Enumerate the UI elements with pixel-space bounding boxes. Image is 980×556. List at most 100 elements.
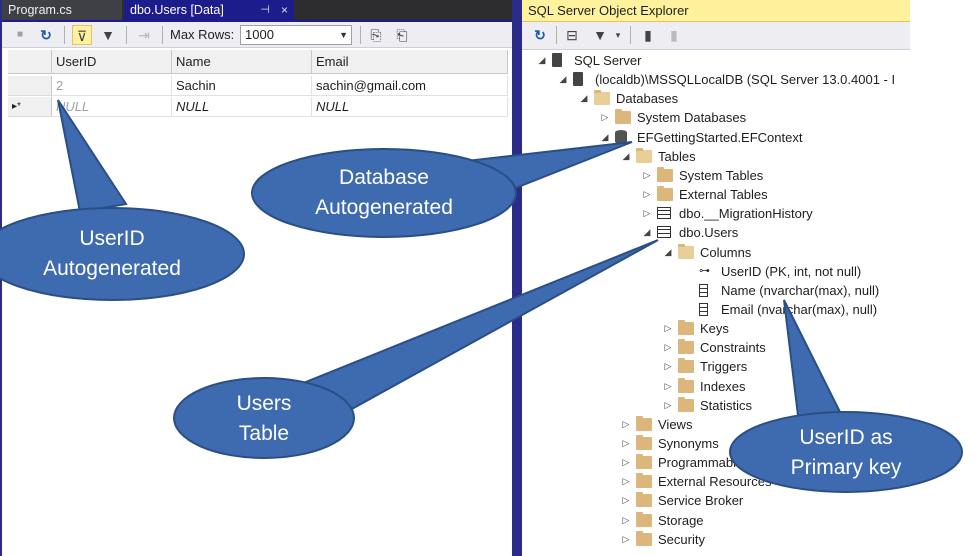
- row-header-corner: [8, 50, 52, 74]
- collapsed-arrow-icon[interactable]: ▷: [664, 361, 672, 372]
- expanded-arrow-icon[interactable]: ◢: [643, 227, 651, 238]
- column-header-userid[interactable]: UserID: [52, 50, 172, 74]
- tree-node-label: Constraints: [700, 340, 766, 356]
- callout-line: Table: [238, 422, 290, 445]
- disconnect-icon[interactable]: ▮: [670, 27, 678, 43]
- row-marker[interactable]: [8, 76, 52, 96]
- export-icon[interactable]: ⎗: [396, 27, 408, 43]
- tree-node[interactable]: ◢ Databases: [522, 89, 910, 108]
- collapse-all-icon[interactable]: ⊟: [566, 27, 578, 43]
- tree-node[interactable]: ◢Columns: [522, 243, 910, 262]
- tree-node[interactable]: ▷System Tables: [522, 166, 910, 185]
- tree-node-label: Storage: [658, 512, 704, 528]
- collapsed-arrow-icon[interactable]: ▷: [643, 189, 651, 200]
- tree-node-label: Databases: [616, 91, 679, 107]
- tree-node[interactable]: ▷External Tables: [522, 185, 910, 204]
- tree-node-label: Statistics: [700, 397, 753, 413]
- tree-node[interactable]: ▷ Programmability: [522, 453, 910, 472]
- tree-node[interactable]: ▷ Constraints: [522, 338, 910, 357]
- tree-node[interactable]: ▷ Indexes: [522, 377, 910, 396]
- folder-icon: [678, 339, 694, 355]
- toolbar-separator: [126, 26, 127, 44]
- tree-node[interactable]: ◢dbo.Users: [522, 223, 910, 242]
- expanded-arrow-icon[interactable]: ◢: [601, 131, 609, 142]
- column-header-email[interactable]: Email: [312, 50, 508, 74]
- collapsed-arrow-icon[interactable]: ▷: [664, 323, 672, 334]
- tree-node[interactable]: ▷ Triggers: [522, 357, 910, 376]
- expanded-arrow-icon[interactable]: ◢: [559, 74, 567, 85]
- callout-line: Database: [339, 166, 429, 189]
- tree-node[interactable]: ▷Keys: [522, 319, 910, 338]
- tree-node[interactable]: ◢EFGettingStarted.EFContext: [522, 128, 910, 147]
- refresh-icon[interactable]: ↻: [40, 27, 52, 43]
- collapsed-arrow-icon[interactable]: ▷: [601, 112, 609, 123]
- tree-node-label: Triggers: [700, 359, 748, 375]
- chevron-down-icon[interactable]: ▾: [615, 30, 621, 40]
- collapsed-arrow-icon[interactable]: ▷: [622, 495, 630, 506]
- tree-node[interactable]: Name (nvarchar(max), null): [522, 281, 910, 300]
- column-icon: [699, 283, 708, 297]
- folder-icon: [636, 473, 652, 489]
- collapsed-arrow-icon[interactable]: ▷: [643, 169, 651, 180]
- cell-email[interactable]: NULL: [312, 97, 508, 117]
- tree-node[interactable]: ▷ Storage: [522, 511, 910, 530]
- close-icon[interactable]: ×: [280, 3, 288, 17]
- cell-name[interactable]: Sachin: [172, 76, 312, 96]
- folder-icon: [657, 166, 673, 182]
- folder-open-icon: [678, 243, 694, 259]
- script-to-file-icon[interactable]: ⎘: [370, 27, 382, 43]
- cell-userid[interactable]: NULL: [52, 97, 172, 117]
- collapsed-arrow-icon[interactable]: ▷: [622, 438, 630, 448]
- pane-divider[interactable]: [512, 0, 522, 556]
- tree-node[interactable]: ▷Service Broker: [522, 491, 910, 510]
- collapsed-arrow-icon[interactable]: ▷: [622, 457, 630, 468]
- tab-users-data[interactable]: dbo.Users [Data] ⊣ ×: [124, 0, 294, 20]
- folder-icon: [678, 377, 694, 393]
- refresh-icon[interactable]: ↻: [534, 27, 546, 43]
- sql-server-icon: [552, 53, 562, 67]
- add-server-icon[interactable]: ▮: [644, 27, 652, 43]
- tree-node[interactable]: Email (nvarchar(max), null): [522, 300, 910, 319]
- collapsed-arrow-icon[interactable]: ▷: [664, 342, 672, 353]
- pin-icon[interactable]: ⊣: [260, 4, 270, 16]
- tree-node-label: Indexes: [700, 378, 746, 394]
- collapsed-arrow-icon[interactable]: ▷: [622, 533, 630, 544]
- table-row[interactable]: 2 Sachin sachin@gmail.com: [8, 76, 508, 96]
- collapsed-arrow-icon[interactable]: ▷: [622, 418, 630, 429]
- tree-node-label: Programmability: [658, 455, 752, 471]
- toolbar-separator: [360, 26, 361, 44]
- expanded-arrow-icon[interactable]: ◢: [622, 150, 630, 161]
- folder-icon: [636, 454, 652, 470]
- stop-icon[interactable]: ■: [16, 29, 24, 40]
- tree-node[interactable]: ▷Security: [522, 530, 910, 549]
- max-rows-select[interactable]: 1000 ▼: [240, 25, 352, 45]
- row-marker[interactable]: ▸*: [8, 97, 52, 117]
- table-row-new[interactable]: ▸* NULL NULL NULL: [8, 97, 508, 117]
- cell-name[interactable]: NULL: [172, 97, 312, 117]
- tree-node[interactable]: ⊶UserID (PK, int, not null): [522, 262, 910, 281]
- collapsed-arrow-icon[interactable]: ▷: [622, 476, 630, 487]
- expanded-arrow-icon[interactable]: ◢: [664, 246, 672, 257]
- tree-node[interactable]: ◢(localdb)\MSSQLLocalDB (SQL Server 13.0…: [522, 70, 910, 89]
- callout-text-userid: UserID Autogenerated: [0, 224, 224, 284]
- script-icon[interactable]: ⇥: [138, 27, 150, 43]
- collapsed-arrow-icon[interactable]: ▷: [664, 399, 672, 410]
- cell-email[interactable]: sachin@gmail.com: [312, 76, 508, 96]
- tree-node[interactable]: ▷dbo.__MigrationHistory: [522, 204, 910, 223]
- expanded-arrow-icon[interactable]: ◢: [580, 93, 588, 104]
- collapsed-arrow-icon[interactable]: ▷: [664, 380, 672, 391]
- object-explorer-title[interactable]: SQL Server Object Explorer: [522, 0, 910, 22]
- collapsed-arrow-icon[interactable]: ▷: [643, 208, 651, 219]
- collapsed-arrow-icon[interactable]: ▷: [622, 514, 630, 525]
- tree-node[interactable]: ▷ Statistics: [522, 396, 910, 415]
- filter-sort-icon[interactable]: ⊽: [72, 25, 92, 45]
- column-header-name[interactable]: Name: [172, 50, 312, 74]
- tree-node[interactable]: ▷System Databases: [522, 108, 910, 127]
- expanded-arrow-icon[interactable]: ◢: [538, 55, 546, 65]
- filter-icon[interactable]: ▼: [101, 27, 115, 43]
- tab-program-cs[interactable]: Program.cs: [2, 0, 122, 20]
- cell-userid[interactable]: 2: [52, 76, 172, 96]
- tree-node[interactable]: ◢Tables: [522, 147, 910, 166]
- filter-icon[interactable]: ▼: [593, 27, 607, 43]
- tree-node[interactable]: ◢SQL Server: [522, 51, 910, 70]
